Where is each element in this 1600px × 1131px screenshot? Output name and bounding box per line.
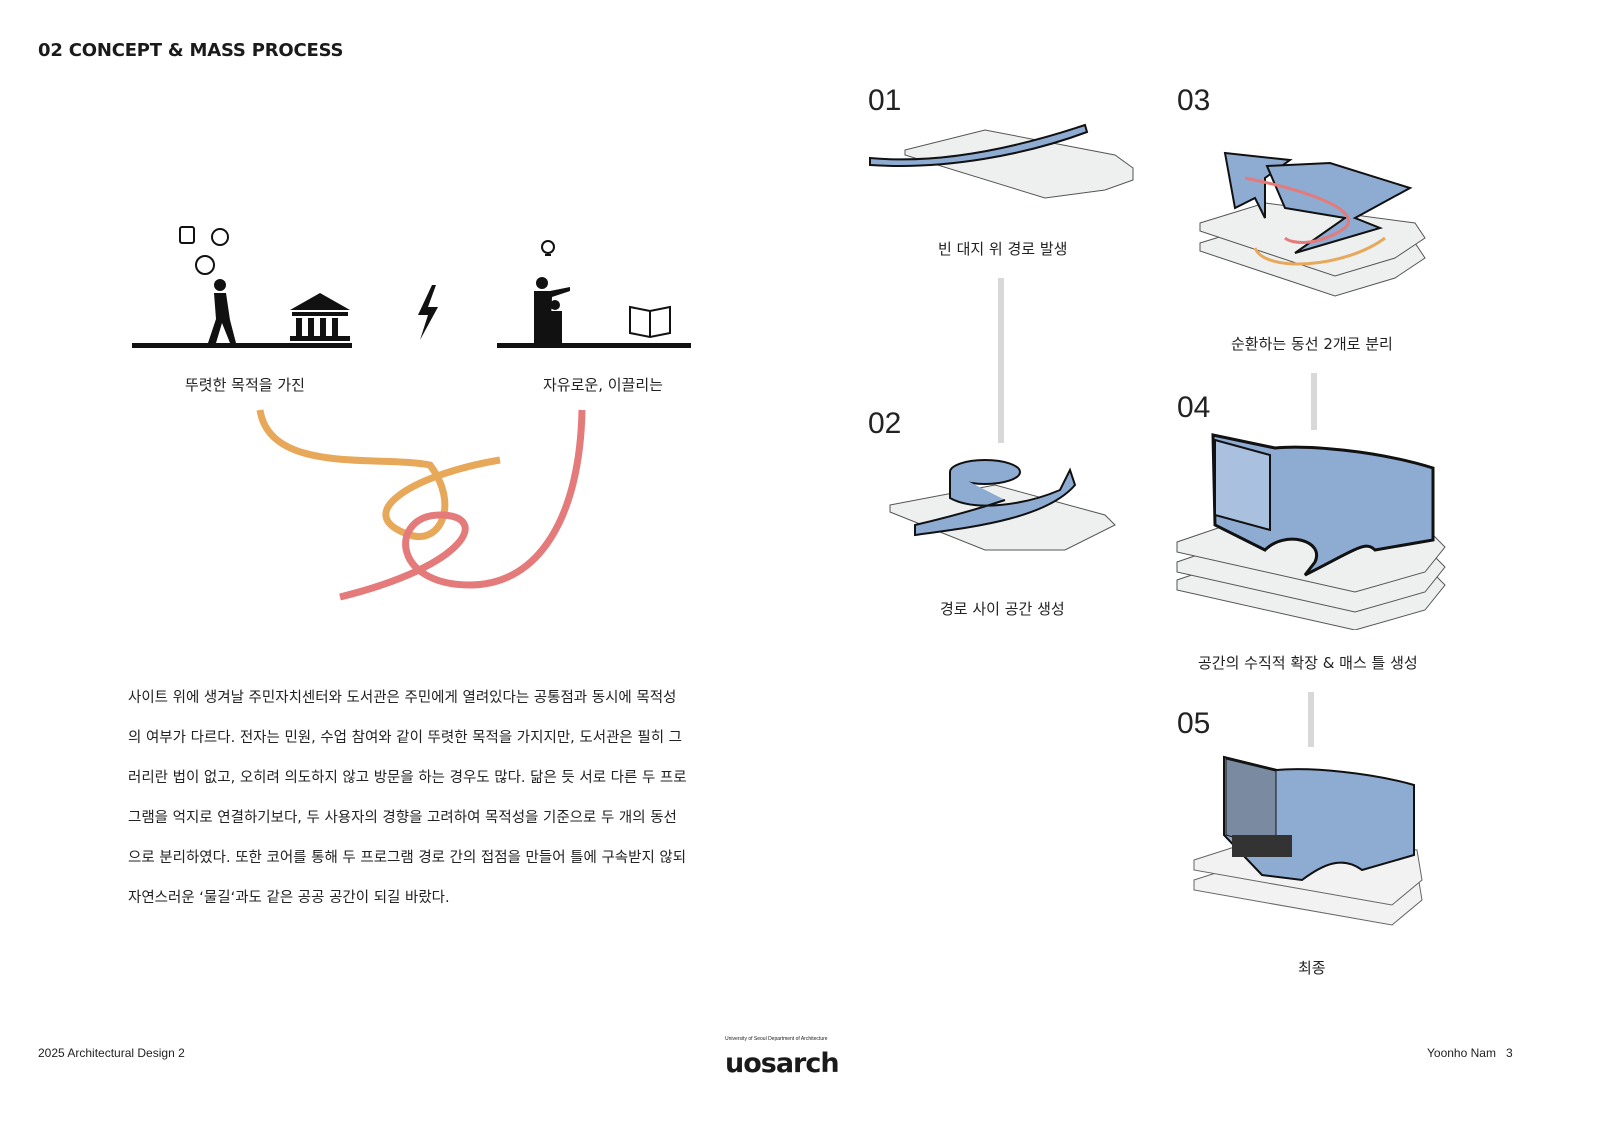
ground-floor <box>1232 835 1292 857</box>
paragraph-line: 자연스러운 ‘물길‘과도 같은 공공 공간이 되길 바랐다. <box>128 890 450 906</box>
adult-child-pointing-icon <box>534 277 570 343</box>
page-title: 02 CONCEPT & MASS PROCESS <box>38 40 344 61</box>
conflict-lightning-icon <box>418 285 438 340</box>
path-ribbon <box>869 123 1089 167</box>
paragraph-line: 의 여부가 다르다. 전자는 민원, 수업 참여와 같이 뚜렷한 목적을 가지지… <box>128 730 682 746</box>
open-book-icon <box>629 305 671 339</box>
orange-route <box>1253 236 1386 266</box>
logo-text: uosarch <box>725 1048 840 1079</box>
step-number: 02 <box>868 407 902 440</box>
step-04-diagram <box>1176 433 1446 630</box>
step-caption: 최종 <box>1298 959 1326 977</box>
paragraph-line: 으로 분리하였다. 또한 코어를 통해 두 프로그램 경로 간의 접점을 만들어… <box>128 850 687 866</box>
concept-diagram <box>132 226 691 601</box>
connector-line <box>1308 692 1314 747</box>
step-number: 03 <box>1177 84 1211 117</box>
paragraph-line: 러리란 법이 없고, 오히려 의도하지 않고 방문을 하는 경우도 많다. 닮은… <box>128 770 687 786</box>
free-path-curve <box>339 409 586 601</box>
pink-route <box>1244 176 1350 244</box>
concept-label-purposeful: 뚜렷한 목적을 가진 <box>185 376 305 394</box>
step-number: 05 <box>1177 707 1211 740</box>
open-frame <box>1214 438 1271 532</box>
step-01-diagram <box>869 123 1134 199</box>
civic-building-icon <box>290 293 350 341</box>
footer-author: Yoonho Nam 3 <box>1427 1046 1513 1060</box>
purpose-icons <box>179 226 229 275</box>
step-caption: 순환하는 동선 2개로 분리 <box>1231 335 1393 353</box>
concept-label-free: 자유로운, 이끌리는 <box>543 376 663 394</box>
author-name: Yoonho Nam <box>1427 1046 1496 1060</box>
step-caption: 빈 대지 위 경로 발생 <box>938 240 1068 258</box>
footer-course: 2025 Architectural Design 2 <box>38 1046 185 1060</box>
step-05-diagram <box>1193 755 1423 926</box>
step-number: 04 <box>1177 391 1211 424</box>
step-02-diagram <box>889 459 1116 551</box>
step-caption: 경로 사이 공간 생성 <box>940 600 1065 618</box>
site-slab <box>904 129 1134 199</box>
step-03-diagram <box>1199 151 1426 297</box>
paragraph-line: 사이트 위에 생겨날 주민자치센터와 도서관은 주민에게 열려있다는 공통점과 … <box>128 690 677 706</box>
connector-line <box>1311 373 1317 430</box>
walking-person-icon <box>208 279 236 343</box>
step-caption: 공간의 수직적 확장 & 매스 틀 생성 <box>1198 654 1418 672</box>
concept-description: 사이트 위에 생겨날 주민자치센터와 도서관은 주민에게 열려있다는 공통점과 … <box>128 678 718 918</box>
step-number: 01 <box>868 84 902 117</box>
path-ribbon <box>914 467 1077 537</box>
logo-subtitle: University of Seoul Department of Archit… <box>725 1036 828 1042</box>
paragraph-line: 그램을 억지로 연결하기보다, 두 사용자의 경향을 고려하여 목적성을 기준으… <box>128 810 677 826</box>
ground-line-right <box>497 343 691 348</box>
lightbulb-icon <box>541 240 555 256</box>
connector-line <box>998 278 1004 443</box>
purposeful-path-curve <box>256 409 501 540</box>
uosarch-logo: University of Seoul Department of Archit… <box>725 1036 865 1081</box>
page-number: 3 <box>1505 1046 1513 1060</box>
ground-line-left <box>132 343 352 348</box>
